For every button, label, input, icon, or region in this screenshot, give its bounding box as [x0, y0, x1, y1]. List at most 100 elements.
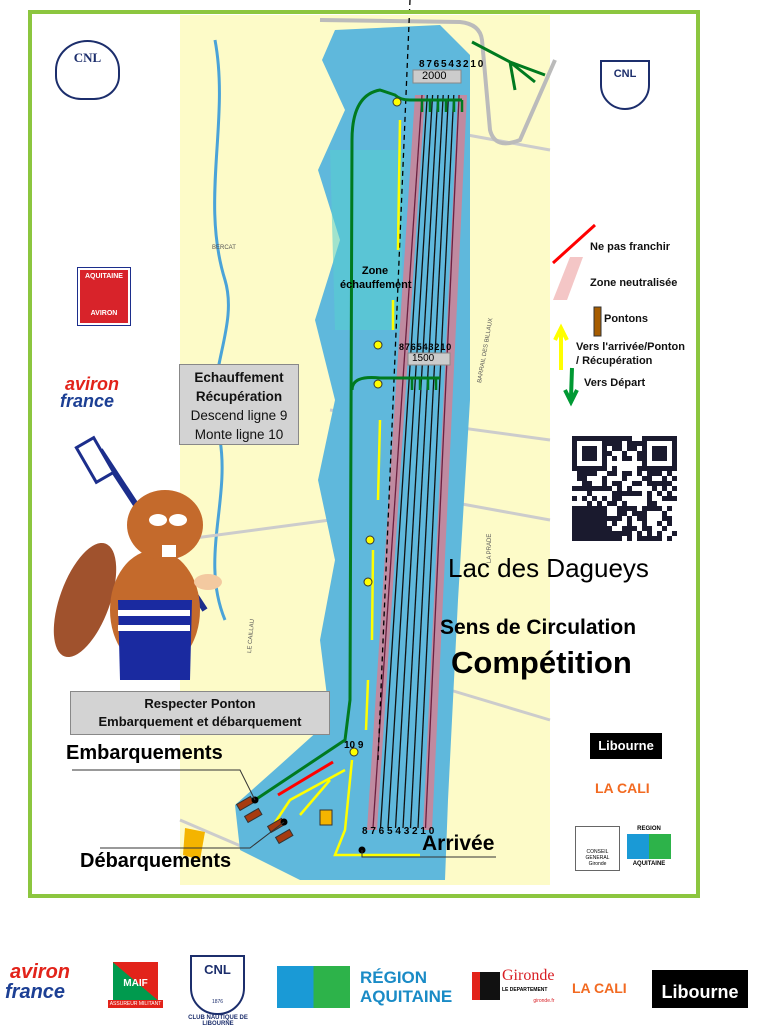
qr-module [627, 491, 632, 496]
aquitaine-aviron-logo: AQUITAINE AVIRON [77, 267, 131, 326]
qr-module [587, 506, 592, 511]
qr-module [597, 511, 602, 516]
qr-module [642, 536, 647, 541]
qr-module [597, 501, 602, 506]
qr-module [657, 446, 662, 451]
qr-module [597, 531, 602, 536]
qr-module [622, 506, 627, 511]
cnl-bottom-sub: CLUB NAUTIQUE DE LIBOURNE [188, 1015, 248, 1027]
qr-module [592, 531, 597, 536]
qr-module [597, 516, 602, 521]
qr-module [587, 521, 592, 526]
qr-module [592, 451, 597, 456]
ponton-box-line2: Embarquement et débarquement [98, 714, 302, 729]
qr-module [587, 501, 592, 506]
qr-module [647, 526, 652, 531]
legend-to-finish-line1: Vers l'arrivée/Ponton [576, 341, 685, 353]
qr-module [622, 436, 627, 441]
centre-dashed-line [377, 0, 411, 761]
subtitle-competition: Compétition [451, 645, 632, 680]
qr-code[interactable] [572, 436, 677, 541]
qr-module [587, 456, 592, 461]
legend-to-finish-label: Vers l'arrivée/Ponton / Récupération [576, 340, 685, 368]
qr-module [607, 516, 612, 521]
qr-module [617, 536, 622, 541]
qr-module [617, 441, 622, 446]
lane-numbers-finish: 8 7 6 5 4 3 2 1 0 [362, 826, 435, 837]
qr-module [587, 451, 592, 456]
qr-module [647, 496, 652, 501]
cnl-logo-right: CNL [600, 60, 650, 110]
lane-line [409, 94, 450, 829]
subtitle-circulation: Sens de Circulation [440, 616, 637, 639]
qr-module [637, 451, 642, 456]
qr-module [602, 436, 607, 441]
qr-module [672, 531, 677, 536]
qr-module [582, 471, 587, 476]
qr-module [617, 511, 622, 516]
qr-module [642, 466, 647, 471]
qr-module [602, 531, 607, 536]
qr-module [602, 526, 607, 531]
qr-module [587, 481, 592, 486]
qr-module [617, 506, 622, 511]
qr-module [592, 511, 597, 516]
qr-module [672, 451, 677, 456]
qr-module [592, 536, 597, 541]
qr-module [617, 486, 622, 491]
road-curve [319, 18, 557, 146]
qr-module [657, 531, 662, 536]
qr-module [617, 516, 622, 521]
qr-module [582, 476, 587, 481]
qr-module [607, 451, 612, 456]
qr-module [577, 466, 582, 471]
qr-module [672, 441, 677, 446]
region-aquitaine-emblem [277, 966, 350, 1008]
qr-module [597, 466, 602, 471]
qr-module [622, 531, 627, 536]
qr-module [662, 451, 667, 456]
aviron-bottom-line1: aviron [10, 961, 71, 983]
aviron-france-logo: aviron france [60, 375, 119, 410]
qr-module [627, 446, 632, 451]
embark-label: Embarquements [66, 742, 223, 764]
qr-module [577, 536, 582, 541]
qr-module [657, 451, 662, 456]
qr-module [572, 456, 577, 461]
qr-module [662, 526, 667, 531]
qr-module [572, 451, 577, 456]
qr-module [667, 436, 672, 441]
maif-sub: ASSUREUR MILITANT [108, 1000, 163, 1008]
qr-module [572, 461, 577, 466]
qr-module [627, 441, 632, 446]
qr-module [632, 491, 637, 496]
qr-module [672, 461, 677, 466]
qr-module [572, 446, 577, 451]
qr-module [672, 456, 677, 461]
qr-module [667, 471, 672, 476]
qr-module [612, 466, 617, 471]
qr-module [672, 466, 677, 471]
legend-green-arrow [563, 367, 579, 407]
qr-module [672, 496, 677, 501]
qr-module [642, 476, 647, 481]
gironde-logo-text: Gironde [502, 967, 555, 984]
qr-module [652, 481, 657, 486]
route-to-start [254, 88, 462, 802]
qr-module [667, 466, 672, 471]
qr-module [592, 496, 597, 501]
qr-module [667, 496, 672, 501]
qr-module [642, 521, 647, 526]
qr-module [657, 521, 662, 526]
distance-2000: 2000 [422, 70, 447, 82]
qr-module [667, 521, 672, 526]
route-to-finish [268, 119, 420, 857]
qr-module [632, 481, 637, 486]
qr-module [572, 521, 577, 526]
qr-module [657, 491, 662, 496]
qr-module [662, 456, 667, 461]
lane-pair-10-9: 10 9 [344, 740, 364, 751]
qr-module [627, 516, 632, 521]
qr-module [657, 536, 662, 541]
legend-to-finish-line2: / Récupération [576, 355, 653, 367]
